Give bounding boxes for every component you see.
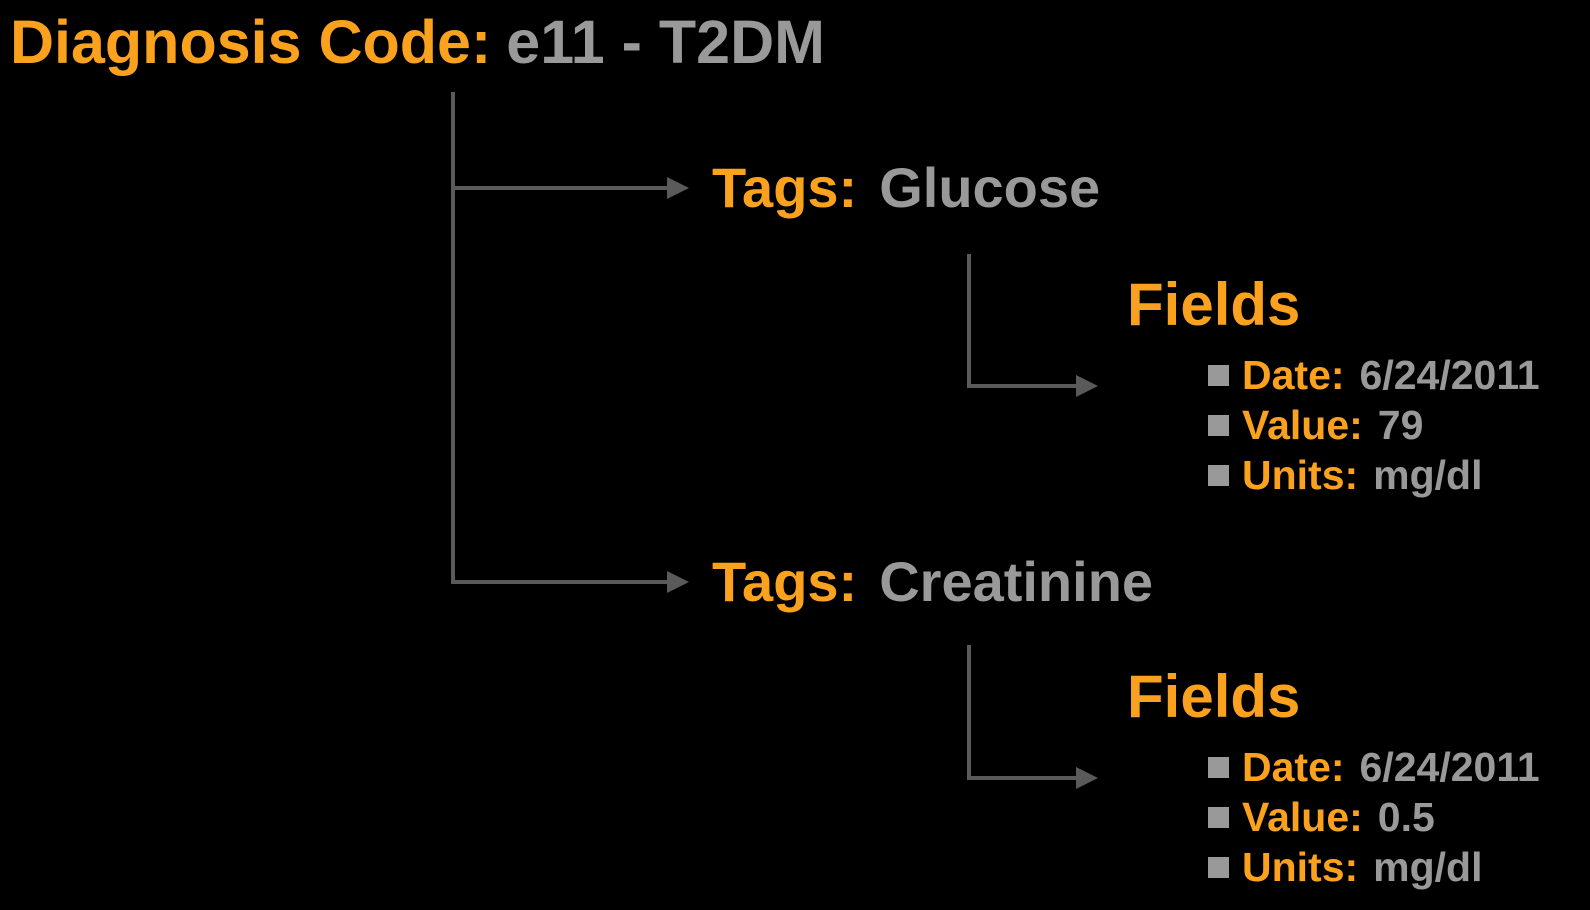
connector-glucose-fields-horizontal <box>967 384 1076 388</box>
field-value: mg/dl <box>1373 451 1483 498</box>
tag-label: Tags: <box>712 156 858 219</box>
diagnosis-code-label: Diagnosis Code: <box>10 8 492 76</box>
field-value: 6/24/2011 <box>1359 351 1540 398</box>
fields-list: Date: 6/24/2011 Value: 79 Units: mg/dl <box>1127 350 1540 500</box>
connector-creatinine-fields-vertical <box>967 645 971 778</box>
tag-label: Tags: <box>712 550 858 613</box>
fields-title: Fields <box>1127 271 1301 338</box>
arrowhead-icon <box>667 177 689 199</box>
branch-line-creatinine <box>451 580 667 584</box>
field-row-date: Date: 6/24/2011 <box>1208 350 1540 400</box>
branch-line-glucose <box>451 186 667 190</box>
tag-node-creatinine: Tags: Creatinine <box>712 550 1153 614</box>
field-value: 0.5 <box>1377 793 1435 840</box>
arrowhead-icon <box>1076 375 1098 397</box>
field-label: Units: <box>1242 451 1359 498</box>
bullet-square-icon <box>1208 414 1229 436</box>
field-label: Date: <box>1242 351 1345 398</box>
field-row-date: Date: 6/24/2011 <box>1208 742 1540 792</box>
field-value: mg/dl <box>1373 843 1483 890</box>
tag-value: Glucose <box>879 156 1101 219</box>
field-label: Units: <box>1242 843 1359 890</box>
arrowhead-icon <box>667 571 689 593</box>
arrowhead-icon <box>1076 767 1098 789</box>
field-row-units: Units: mg/dl <box>1208 450 1540 500</box>
field-value: 6/24/2011 <box>1359 743 1540 790</box>
bullet-square-icon <box>1208 856 1229 878</box>
diagnosis-code-value: e11 - T2DM <box>506 8 825 76</box>
fields-title: Fields <box>1127 663 1301 730</box>
field-value: 79 <box>1377 401 1424 448</box>
field-label: Date: <box>1242 743 1345 790</box>
bullet-square-icon <box>1208 806 1229 828</box>
field-row-value: Value: 79 <box>1208 400 1540 450</box>
bullet-square-icon <box>1208 464 1229 486</box>
field-row-units: Units: mg/dl <box>1208 842 1540 892</box>
bullet-square-icon <box>1208 364 1229 386</box>
tag-value: Creatinine <box>879 550 1154 613</box>
fields-list: Date: 6/24/2011 Value: 0.5 Units: mg/dl <box>1127 742 1540 892</box>
field-label: Value: <box>1242 401 1363 448</box>
bullet-square-icon <box>1208 756 1229 778</box>
trunk-connector-line <box>451 92 455 584</box>
field-row-value: Value: 0.5 <box>1208 792 1540 842</box>
fields-block-glucose: Fields Date: 6/24/2011 Value: 79 Units: … <box>1127 272 1540 500</box>
diagnosis-code-title: Diagnosis Code:e11 - T2DM <box>10 7 825 77</box>
field-label: Value: <box>1242 793 1363 840</box>
connector-creatinine-fields-horizontal <box>967 776 1076 780</box>
connector-glucose-fields-vertical <box>967 254 971 386</box>
tag-node-glucose: Tags: Glucose <box>712 156 1100 220</box>
fields-block-creatinine: Fields Date: 6/24/2011 Value: 0.5 Units:… <box>1127 664 1540 892</box>
